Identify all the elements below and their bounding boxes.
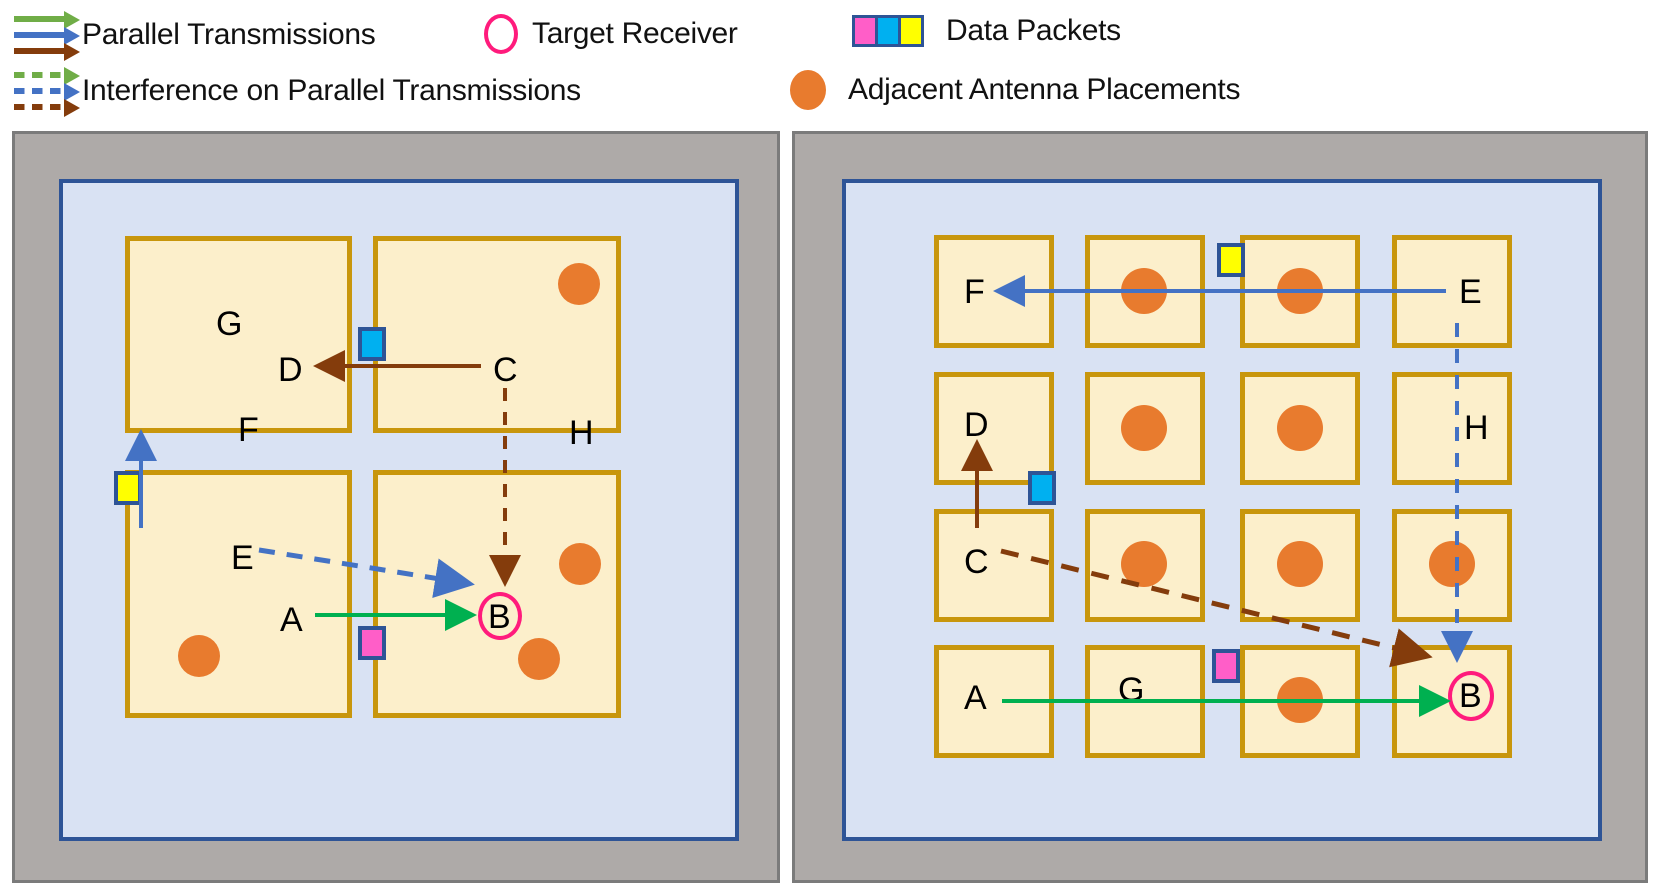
left-label-E: E [231,539,254,577]
left-label-C: C [493,351,518,389]
left-panel-frame: G D F C H E A B [12,131,780,883]
antenna-dot [1429,541,1475,587]
packet-cyan [1028,471,1056,505]
right-cell-r2c4[interactable] [1392,372,1512,485]
right-cell-r4c1[interactable] [934,645,1054,758]
legend-item-parallel-transmissions: Parallel Transmissions [14,6,376,64]
antenna-dot-icon [790,70,826,110]
right-label-D: D [964,406,989,444]
legend-item-data-packets: Data Packets [852,14,1121,48]
antenna-dot [1277,268,1323,314]
right-panel-frame: F E D H C A G B [792,131,1648,883]
right-cell-r2c1[interactable] [934,372,1054,485]
right-cell-r1c1[interactable] [934,235,1054,348]
left-cell-bottom-left[interactable] [125,470,352,718]
right-label-C: C [964,543,989,581]
legend-label-interference: Interference on Parallel Transmissions [82,74,581,107]
antenna-dot [1121,541,1167,587]
legend-label-data-packets: Data Packets [946,14,1121,47]
packet-yellow [114,471,142,505]
legend-label-parallel-transmissions: Parallel Transmissions [82,18,376,51]
antenna-dot [1121,268,1167,314]
antenna-dot [518,638,560,680]
left-panel-area: G D F C H E A B [59,179,739,841]
right-label-F: F [964,273,985,311]
packet-pink [1212,649,1240,683]
left-label-A: A [280,601,303,639]
antenna-dot [178,635,220,677]
right-target-receiver-ring [1448,671,1494,721]
right-label-H: H [1464,409,1489,447]
antenna-dot [559,543,601,585]
antenna-dot [1277,677,1323,723]
right-label-A: A [964,679,987,717]
target-receiver-icon [484,14,518,54]
left-label-G: G [216,305,243,343]
antenna-dot [1277,405,1323,451]
solid-arrows-icon [14,6,82,64]
packet-yellow [1217,243,1245,277]
left-target-receiver-ring [478,592,522,640]
legend: Parallel Transmissions Target Receiver D… [0,0,1660,128]
legend-label-adjacent-antennas: Adjacent Antenna Placements [848,73,1241,106]
right-cell-r1c4[interactable] [1392,235,1512,348]
right-cell-r3c1[interactable] [934,509,1054,622]
left-label-F: F [238,411,259,449]
legend-item-adjacent-antennas: Adjacent Antenna Placements [790,70,1240,110]
left-label-H: H [569,414,594,452]
data-packets-icon [852,15,924,47]
right-label-G: G [1118,671,1145,709]
dashed-arrows-icon [14,67,82,117]
packet-pink [358,626,386,660]
left-cell-top-left[interactable] [125,236,352,433]
right-label-E: E [1459,273,1482,311]
right-panel-area: F E D H C A G B [842,179,1602,841]
right-cell-r4c2[interactable] [1085,645,1205,758]
packet-cyan [358,327,386,361]
legend-item-interference: Interference on Parallel Transmissions [14,67,581,117]
left-label-D: D [278,351,303,389]
antenna-dot [1277,541,1323,587]
legend-label-target-receiver: Target Receiver [532,17,738,50]
antenna-dot [558,263,600,305]
legend-item-target-receiver: Target Receiver [484,14,738,54]
antenna-dot [1121,405,1167,451]
